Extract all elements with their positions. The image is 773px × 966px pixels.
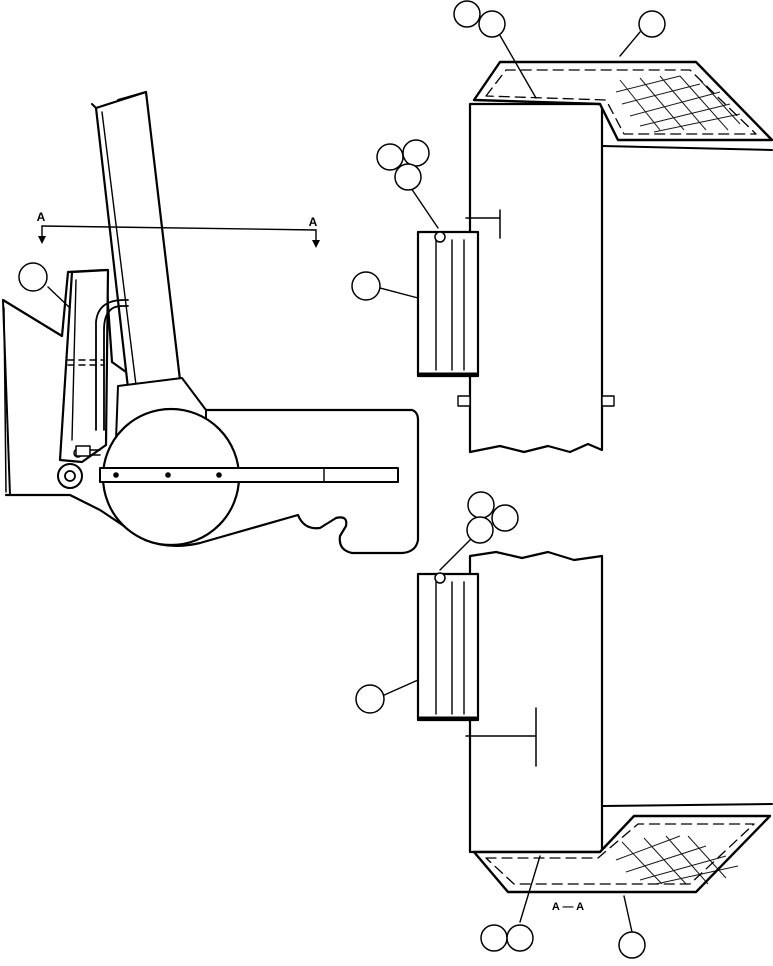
callout-upper-2 <box>478 10 506 38</box>
lower-step-plate <box>472 814 772 894</box>
mast-upright <box>58 268 110 464</box>
leader-lower-plate <box>623 895 633 933</box>
hydraulic-hose-outer <box>95 299 129 431</box>
upper-lamp-lines <box>435 239 465 371</box>
callout-lower-5 <box>506 924 534 952</box>
lower-mount-bracket <box>465 707 537 767</box>
bar-bolt-1 <box>113 472 119 478</box>
lower-deck-line <box>601 803 773 807</box>
leader-lower-lamp <box>381 679 419 697</box>
frame-outline <box>1 268 420 555</box>
lower-lamp-lines <box>435 581 465 715</box>
leader-mast <box>47 286 71 309</box>
upper-step-inner <box>485 69 757 135</box>
upper-lamp-bolt <box>434 231 446 243</box>
callout-upper-3 <box>638 10 666 38</box>
upper-lamp-housing <box>416 230 480 378</box>
lower-main-panel <box>468 550 604 854</box>
lower-lamp-housing <box>416 572 480 722</box>
leader-upper-plate <box>619 31 641 57</box>
callout-lower-lamp <box>355 684 385 714</box>
hydraulic-hose <box>103 305 129 431</box>
section-cut-line <box>41 225 317 231</box>
section-label-left: A <box>37 210 46 224</box>
leader-lower-step <box>519 855 541 923</box>
upper-tab-left <box>457 395 471 407</box>
section-label-right: A <box>309 215 318 229</box>
upper-hatch <box>615 75 741 133</box>
base-pin-inner <box>64 470 76 482</box>
leader-lower-bolt <box>439 535 475 571</box>
callout-upper-1 <box>453 0 481 28</box>
callout-lower-1 <box>467 491 495 519</box>
boom-break <box>91 91 147 109</box>
arm-bar <box>99 467 399 483</box>
callout-lower-4 <box>480 924 508 952</box>
mast-inner <box>71 279 77 441</box>
side-view: A A <box>1 90 420 555</box>
section-arrows <box>38 236 320 248</box>
bar-bolt-3 <box>216 472 222 478</box>
top-view-upper <box>351 0 773 454</box>
callout-mast <box>18 262 48 292</box>
callout-lower-3 <box>466 516 494 544</box>
upper-main-panel <box>468 102 604 454</box>
lower-lamp-bolt <box>434 572 446 584</box>
leader-upper-lamp <box>379 287 419 299</box>
bar-bolt-2 <box>165 472 171 478</box>
callout-upper-5 <box>402 139 430 167</box>
bracket-bolt-shank <box>89 449 101 456</box>
callout-lower-6 <box>618 931 646 959</box>
bracket-bolt <box>75 445 91 457</box>
callout-upper-6 <box>394 163 422 191</box>
boom-inner-line <box>101 111 137 386</box>
leader-upper-step <box>497 31 537 99</box>
callout-lower-2 <box>491 504 519 532</box>
upper-mount-bracket <box>465 209 501 239</box>
top-view-lower: A — A <box>355 491 773 959</box>
upper-tab-right <box>601 395 615 407</box>
lower-hatch <box>615 835 739 885</box>
boom-arm <box>94 90 182 390</box>
callout-upper-lamp <box>351 271 381 301</box>
lower-step-inner <box>485 823 755 885</box>
leader-upper-bolt <box>410 187 439 229</box>
callout-upper-4 <box>376 143 404 171</box>
frame-left-inner <box>3 307 7 493</box>
upper-deck-line <box>601 145 773 151</box>
view-label: A — A <box>552 901 584 913</box>
